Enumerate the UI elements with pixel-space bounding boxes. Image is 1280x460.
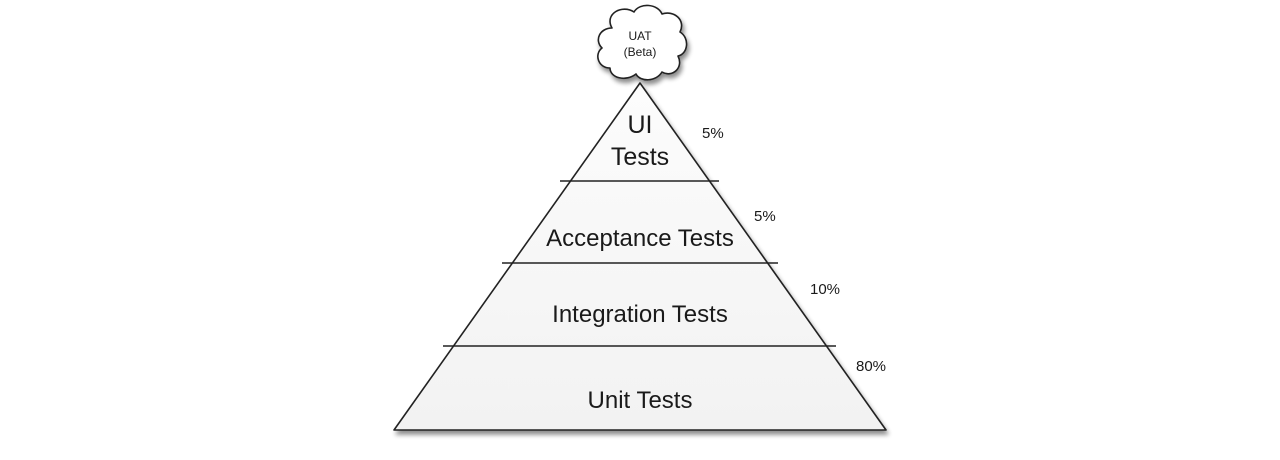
- tier-label-integration: Integration Tests: [552, 301, 728, 328]
- pyramid-outline: [393, 82, 887, 431]
- cloud-label-line1: UAT: [628, 29, 652, 43]
- pyramid: [393, 82, 887, 431]
- tier-label-ui-line2: Tests: [611, 143, 669, 171]
- tier-label-ui-line1: UI: [628, 111, 653, 139]
- cloud-shape: [597, 4, 688, 81]
- uat-cloud: [597, 4, 688, 81]
- cloud-label-line2: (Beta): [624, 45, 657, 59]
- tier-label-acceptance: Acceptance Tests: [546, 225, 734, 252]
- tier-label-unit: Unit Tests: [588, 387, 693, 414]
- tier-percent-integration: 10%: [810, 281, 840, 298]
- tier-percent-ui: 5%: [702, 125, 724, 142]
- tier-percent-unit: 80%: [856, 358, 886, 375]
- tier-percent-acceptance: 5%: [754, 208, 776, 225]
